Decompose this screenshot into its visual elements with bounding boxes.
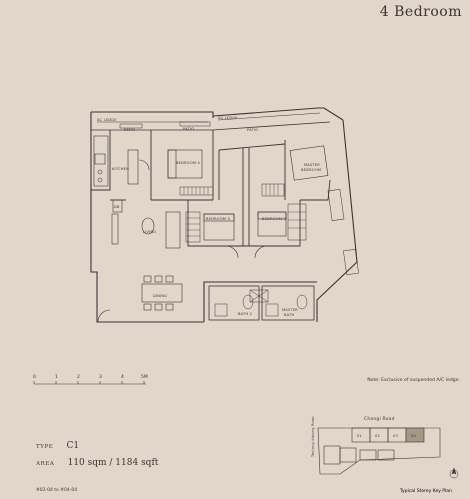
type-value: C1 xyxy=(66,441,80,451)
scale-tick-0: 0 xyxy=(33,374,36,380)
area-label: AREA xyxy=(36,461,55,467)
dining-label: DINING xyxy=(153,294,167,298)
master-bedroom-label-1: MASTER xyxy=(304,163,320,167)
key-plan-title: Typical Storey Key Plan xyxy=(399,488,452,494)
north-arrow-icon xyxy=(449,467,459,479)
key-plan-highlight-unit xyxy=(405,427,425,443)
bedroom-2-label: BEDROOM 2 xyxy=(262,217,286,221)
type-label: TYPE xyxy=(36,444,54,450)
key-plan-road-top: Changi Road xyxy=(364,416,395,422)
ac-ledge-note: Note: Exclusive of suspended A/C ledge. xyxy=(367,378,460,383)
unit-area-row: AREA 110 sqm / 1184 sqft xyxy=(36,450,158,469)
unit-range-footer: #02-04 to #04-04 xyxy=(36,488,78,493)
patio-label-3: PATIO xyxy=(247,128,258,132)
scale-tick-4: 4 xyxy=(121,374,124,380)
master-bedroom-label-2: BEDROOM xyxy=(301,168,321,172)
key-plan-unit-03: 03 xyxy=(393,434,398,438)
wall-west-south xyxy=(90,112,204,323)
living-label: LIVING xyxy=(143,230,156,234)
wall-east xyxy=(316,119,358,322)
ac-ledge-label-2: AC LEDGE xyxy=(218,116,238,120)
master-bath-label-1: MASTER xyxy=(282,308,298,312)
area-value: 110 sqm / 1184 sqft xyxy=(67,458,159,468)
bedroom-4-label: BEDROOM 4 xyxy=(176,161,201,165)
master-bath-label-2: BATH xyxy=(284,313,294,317)
bath-2-label: BATH 2 xyxy=(238,312,252,316)
key-plan-unit-01: 01 xyxy=(357,434,362,438)
key-plan-unit-04: 04 xyxy=(411,434,416,438)
ac-ledge-label-1: AC LEDGE xyxy=(97,118,117,122)
scale-tick-5: 5M xyxy=(141,374,148,380)
scale-tick-2: 2 xyxy=(77,374,80,380)
bedroom-3-label: BEDROOM 3 xyxy=(206,217,230,221)
wall-core-top xyxy=(203,281,317,322)
key-plan: Changi Road Tanjong Katong Road 01 02 03… xyxy=(311,416,459,494)
key-plan-road-side: Tanjong Katong Road xyxy=(311,416,315,458)
scale-bar: 0 1 2 3 4 5M xyxy=(33,374,148,385)
unit-type-row: TYPE C1 xyxy=(36,433,79,452)
scale-tick-1: 1 xyxy=(55,374,58,380)
scale-tick-3: 3 xyxy=(99,374,102,380)
key-plan-unit-02: 02 xyxy=(375,434,380,438)
kitchen-label: KITCHEN xyxy=(112,167,129,171)
patio-label-1: PATIO xyxy=(124,128,135,132)
page-title: 4 Bedroom xyxy=(379,4,462,20)
patio-label-2: PATIO xyxy=(183,127,194,131)
db-label: DB xyxy=(114,205,120,209)
wall-north-right xyxy=(212,107,344,121)
